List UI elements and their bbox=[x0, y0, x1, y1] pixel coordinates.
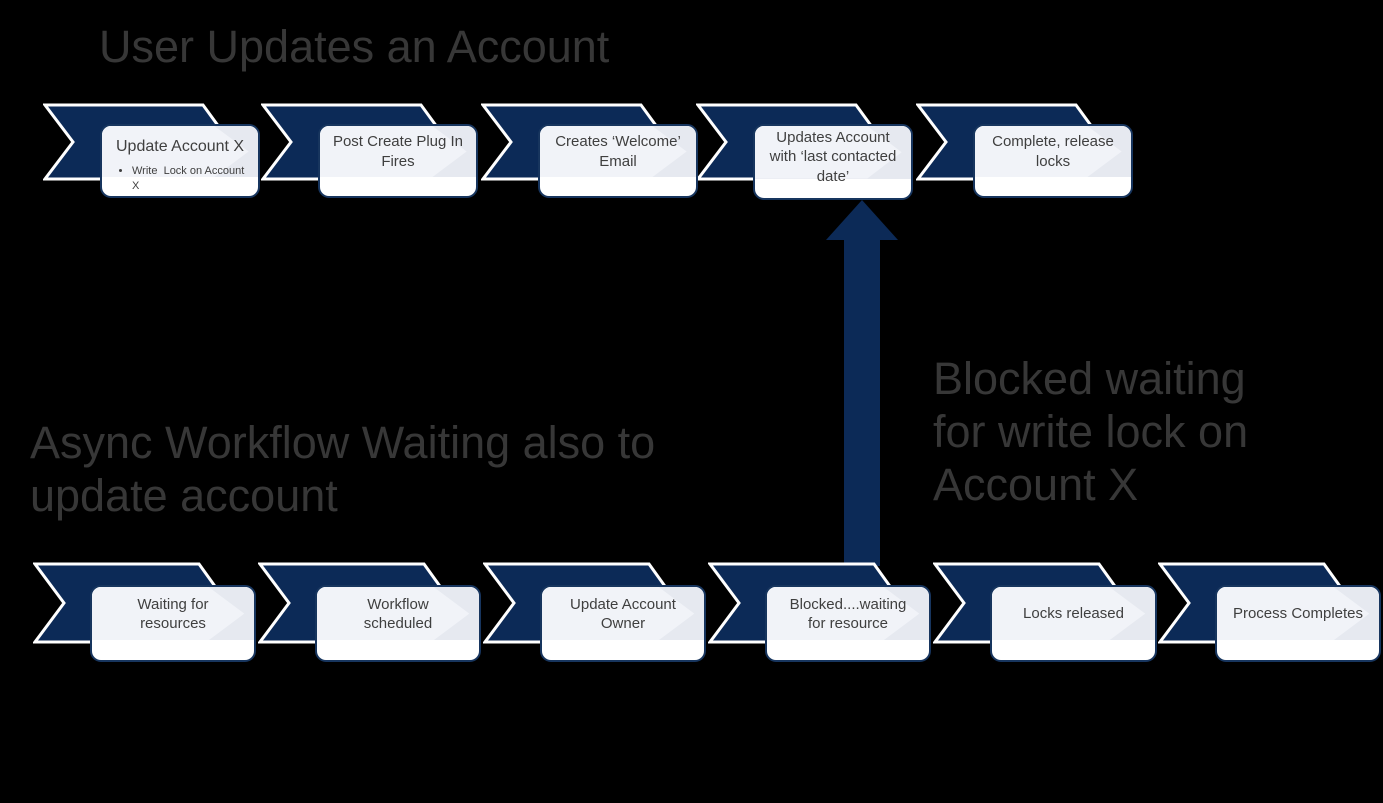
step-box-updates-last-contacted: Updates Account with ‘last contacted dat… bbox=[753, 124, 913, 200]
step-box-locks-released: Locks released bbox=[990, 585, 1157, 662]
step-label: Locks released bbox=[1023, 605, 1124, 623]
step-label: Post Create Plug In Fires bbox=[332, 133, 464, 170]
step-box-update-account-x: Update Account X Write Lock on Account X bbox=[100, 124, 260, 198]
step-box-workflow-scheduled: Workflow scheduled bbox=[315, 585, 481, 662]
step-label: Complete, release locks bbox=[992, 133, 1114, 170]
step-box-post-create-plugin: Post Create Plug In Fires bbox=[318, 124, 478, 198]
top-flow-title: User Updates an Account bbox=[99, 21, 610, 72]
step-box-process-completes: Process Completes bbox=[1215, 585, 1381, 662]
blocked-arrow-label: Blocked waiting for write lock on Accoun… bbox=[933, 353, 1249, 510]
step-box-complete-release-locks: Complete, release locks bbox=[973, 124, 1133, 198]
lock-bullet-item: Write Lock on Account X bbox=[132, 164, 252, 192]
step-label: Creates ‘Welcome’ Email bbox=[555, 133, 681, 170]
lock-bullet-list: Write Lock on Account X bbox=[116, 164, 252, 192]
step-box-update-account-owner: Update Account Owner bbox=[540, 585, 706, 662]
step-label: Blocked....waiting for resource bbox=[789, 595, 907, 632]
step-label: Update Account Owner bbox=[570, 595, 676, 632]
step-box-blocked-waiting-resource: Blocked....waiting for resource bbox=[765, 585, 931, 662]
bottom-flow-title: Async Workflow Waiting also to update ac… bbox=[30, 417, 656, 521]
step-box-waiting-for-resources: Waiting for resources bbox=[90, 585, 256, 662]
step-label: Workflow scheduled bbox=[363, 595, 433, 632]
step-label: Process Completes bbox=[1232, 605, 1364, 623]
step-label: Updates Account with ‘last contacted dat… bbox=[769, 129, 897, 185]
step-box-creates-welcome-email: Creates ‘Welcome’ Email bbox=[538, 124, 698, 198]
blocked-arrow-icon bbox=[826, 200, 898, 566]
step-label: Update Account X bbox=[116, 138, 245, 155]
step-label: Waiting for resources bbox=[137, 595, 209, 632]
